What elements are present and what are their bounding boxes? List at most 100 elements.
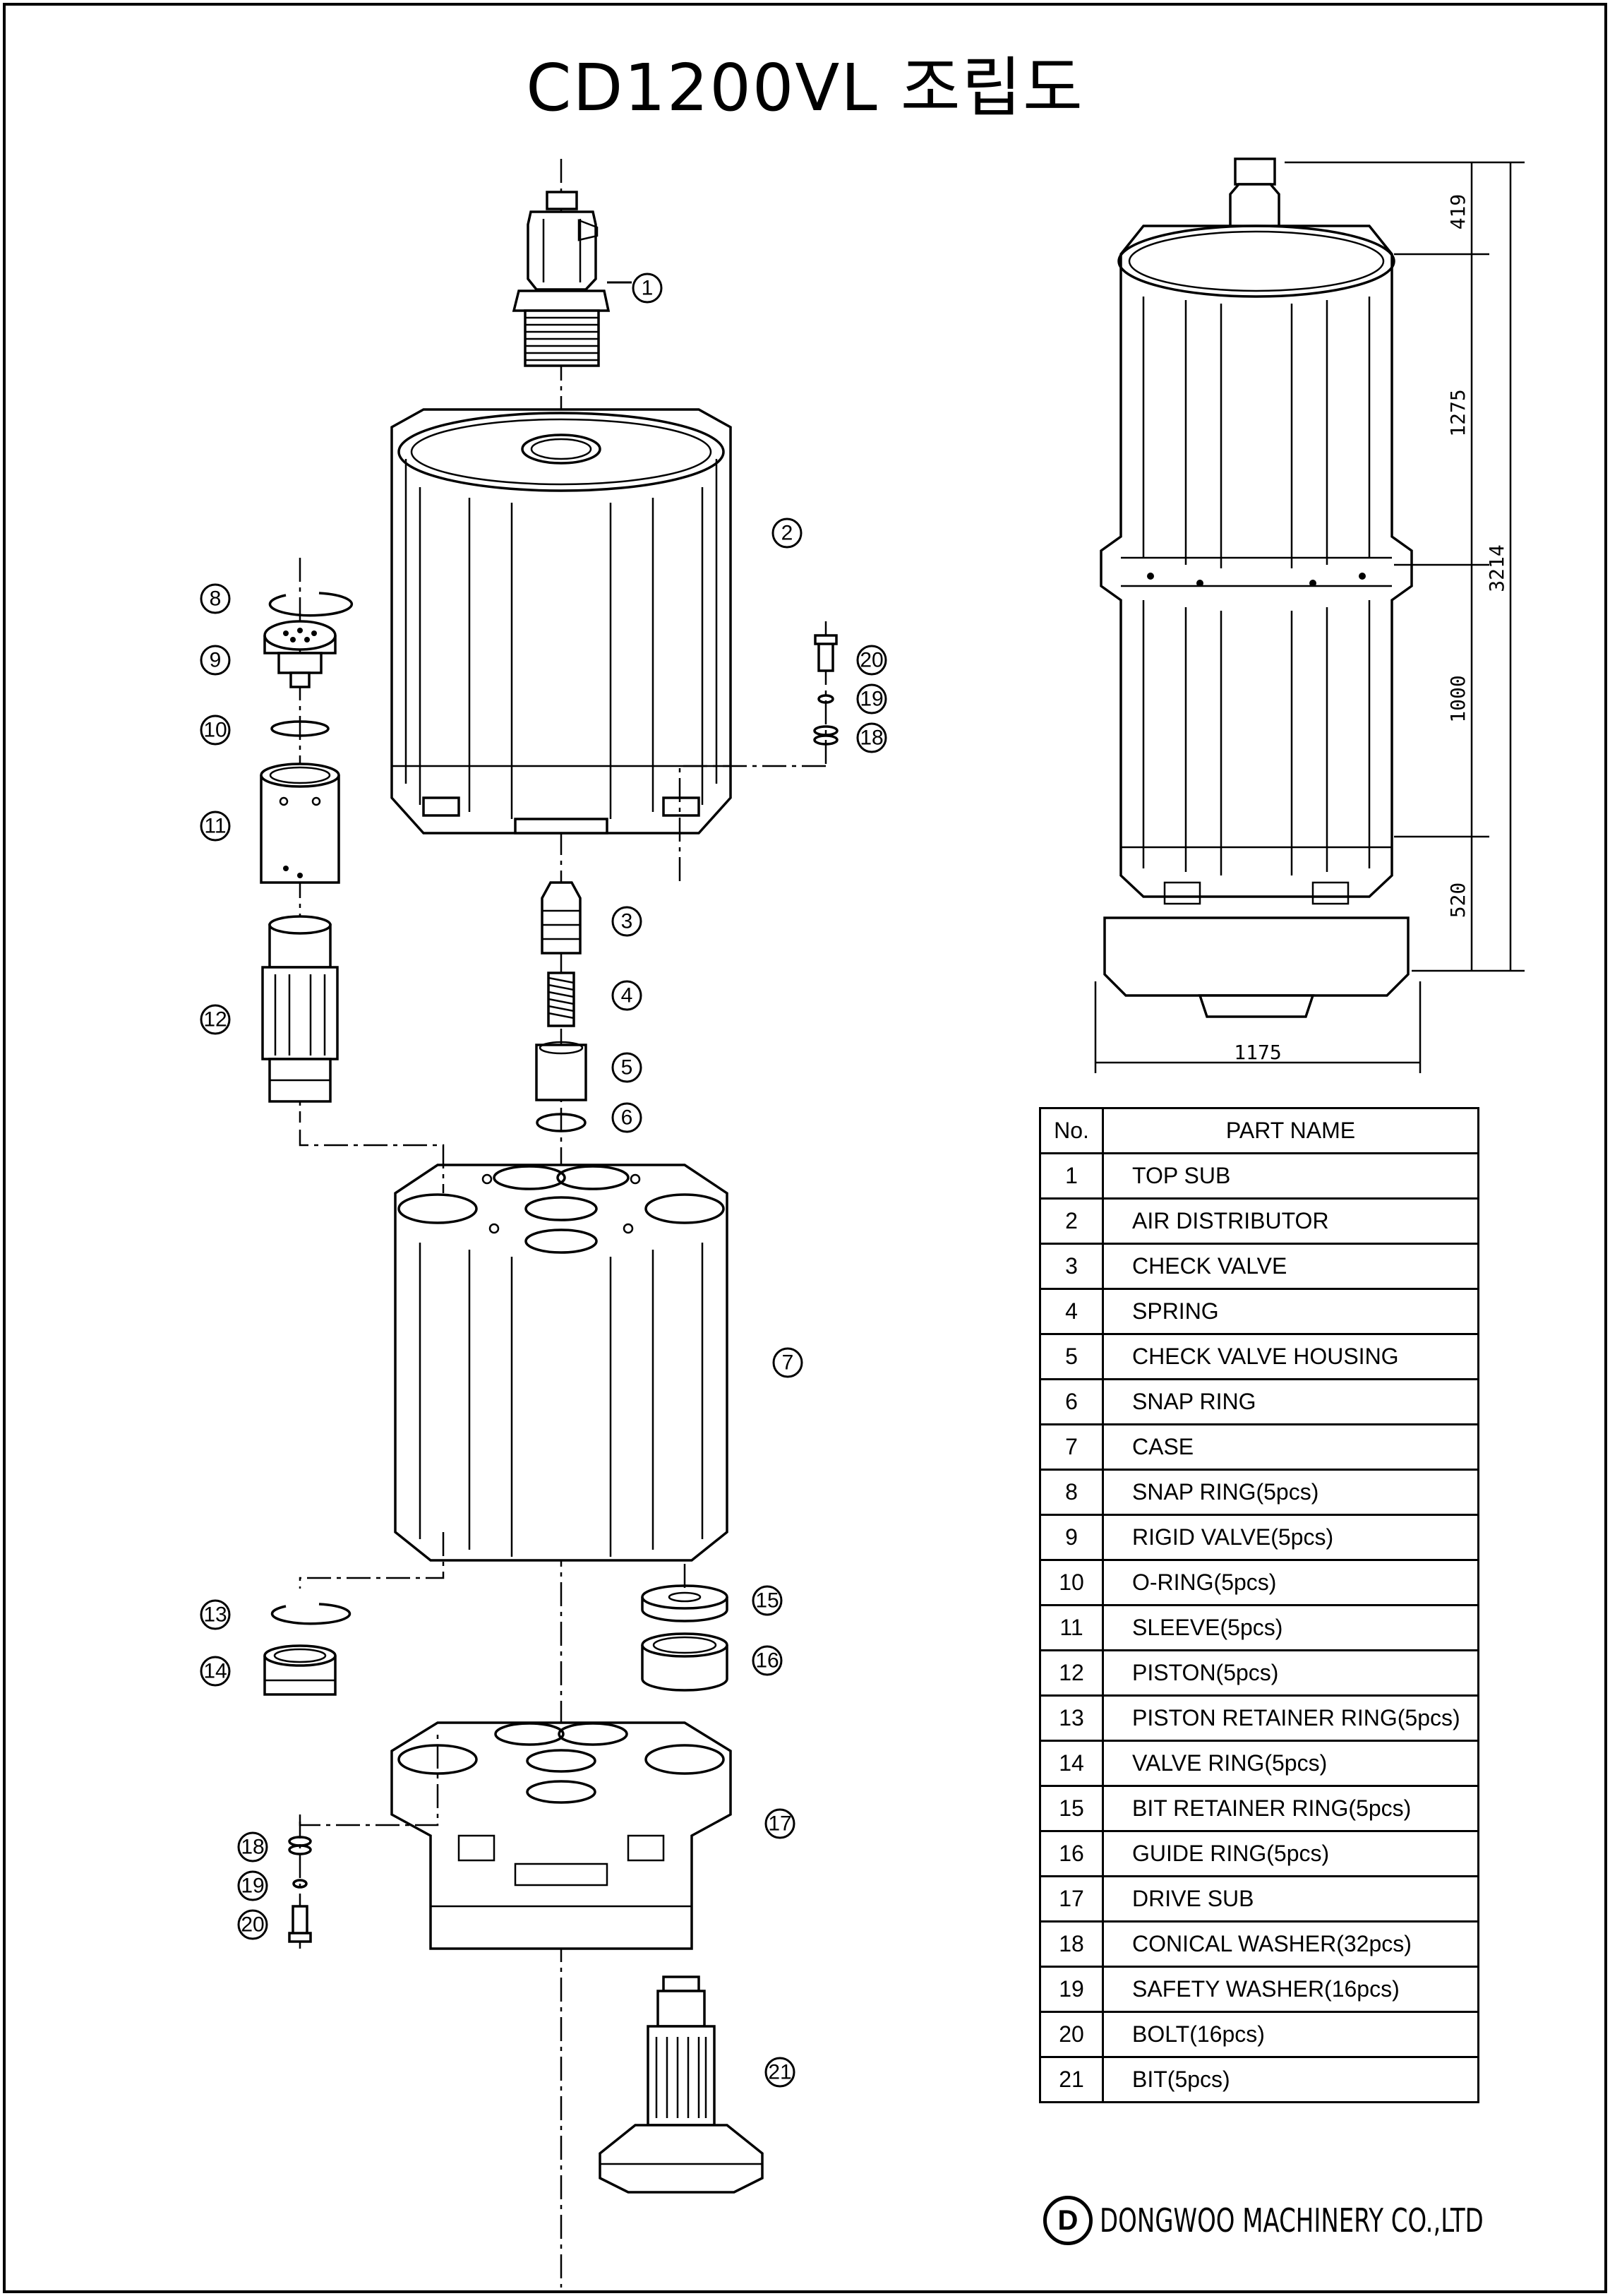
header-no: No. [1039,1107,1104,1154]
part-valve-ring [263,1644,337,1696]
row-part-name: CHECK VALVE [1102,1243,1479,1290]
part-drive-sub [390,1721,732,1950]
company-logo: D DONGWOO MACHINERY CO.,LTD [1043,2194,1568,2247]
callout-8: 8 [200,583,231,614]
row-part-name: CASE [1102,1423,1479,1471]
part-conical-washer-lower [288,1836,312,1855]
row-no: 14 [1039,1740,1104,1787]
part-bolt-upper [814,634,838,672]
callout-19-upper: 19 [856,683,887,714]
drawing-title: CD1200VL 조립도 [526,50,1084,126]
callout-3: 3 [611,906,642,937]
header-part-name: PART NAME [1102,1107,1479,1154]
row-part-name: BIT RETAINER RING(5pcs) [1102,1785,1479,1832]
part-spring [547,971,575,1027]
company-name: DONGWOO MACHINERY CO.,LTD [1100,2201,1484,2240]
part-air-distributor [390,408,732,835]
row-part-name: TOP SUB [1102,1152,1479,1200]
row-no: 20 [1039,2011,1104,2058]
svg-text:15: 15 [755,1589,779,1613]
assembly-paths [299,765,826,1826]
callout-1: 1 [632,273,663,304]
row-no: 12 [1039,1649,1104,1697]
svg-text:18: 18 [860,727,883,750]
row-part-name: AIR DISTRIBUTOR [1102,1197,1479,1245]
part-piston-retainer-ring [270,1603,352,1625]
part-bit-retainer-ring [641,1584,728,1622]
part-guide-ring [641,1632,728,1692]
logo-mark: D [1043,2196,1093,2245]
row-no: 7 [1039,1423,1104,1471]
part-bit [599,1975,764,2194]
svg-text:7: 7 [782,1351,794,1375]
row-no: 15 [1039,1785,1104,1832]
svg-text:20: 20 [860,649,883,672]
row-no: 6 [1039,1378,1104,1425]
part-bolt-lower [288,1905,312,1943]
row-part-name: CONICAL WASHER(32pcs) [1102,1920,1479,1968]
part-o-ring [270,720,330,737]
svg-text:5: 5 [621,1056,633,1080]
svg-text:18: 18 [241,1836,264,1859]
assembled-view [1100,157,1413,1018]
svg-text:3: 3 [621,910,633,933]
part-check-valve [541,881,582,955]
callout-20-lower: 20 [237,1909,268,1940]
svg-text:8: 8 [210,587,222,611]
svg-text:11: 11 [204,815,226,838]
callout-6: 6 [611,1102,642,1133]
svg-text:9: 9 [210,649,222,672]
svg-text:19: 19 [241,1875,264,1898]
svg-text:6: 6 [621,1106,633,1130]
sheet-border [3,3,1607,2293]
row-part-name: PISTON(5pcs) [1102,1649,1479,1697]
callout-17: 17 [764,1808,795,1839]
svg-text:10: 10 [203,719,227,742]
row-no: 5 [1039,1333,1104,1380]
part-safety-washer-upper [817,694,834,704]
row-no: 9 [1039,1514,1104,1561]
callout-4: 4 [611,980,642,1011]
part-rigid-valve [263,620,337,688]
row-no: 21 [1039,2056,1104,2103]
callout-11: 11 [200,811,231,842]
svg-text:4: 4 [621,984,633,1008]
callout-19-lower: 19 [237,1870,268,1901]
row-part-name: SPRING [1102,1288,1479,1335]
row-no: 16 [1039,1830,1104,1877]
row-no: 4 [1039,1288,1104,1335]
callout-10: 10 [200,714,231,746]
row-part-name: BOLT(16pcs) [1102,2011,1479,2058]
svg-text:12: 12 [203,1008,227,1032]
callout-20-upper: 20 [856,645,887,676]
parts-table-header: No. PART NAME [1039,1107,1479,1154]
svg-text:21: 21 [768,2061,791,2084]
row-part-name: SNAP RING(5pcs) [1102,1469,1479,1516]
callout-12: 12 [200,1004,231,1035]
callout-16: 16 [752,1645,783,1676]
row-no: 2 [1039,1197,1104,1245]
dim-width: 1175 [1234,1041,1281,1064]
dim-lower: 520 [1446,883,1470,919]
row-part-name: VALVE RING(5pcs) [1102,1740,1479,1787]
part-snap-ring-6 [536,1113,587,1132]
